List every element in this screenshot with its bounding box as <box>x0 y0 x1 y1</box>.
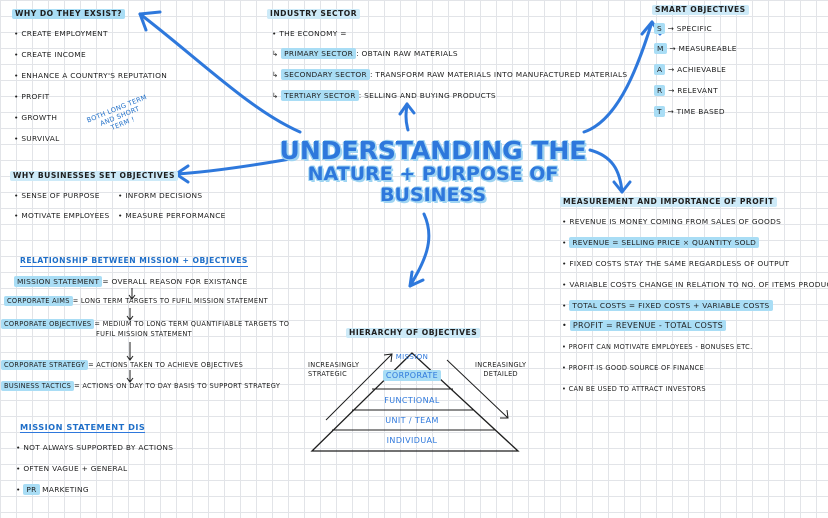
why-exist-item: • Growth <box>14 113 58 122</box>
mission-heading: Relationship between mission + objective… <box>20 256 248 267</box>
why-exist-item: • Enhance a country's reputation <box>14 71 168 80</box>
arrowhead-profit <box>612 180 632 194</box>
why-objectives-item: • Sense of purpose <box>14 191 100 200</box>
revenue-def: • Revenue is money coming from sales of … <box>562 217 782 226</box>
arrow-industry <box>404 102 410 132</box>
title-line-1: Understanding the <box>279 136 587 165</box>
mission-dis-item: • Not always supported by actions <box>16 443 174 452</box>
mission-statement-line: Mission statement= overall reason for ex… <box>14 276 248 287</box>
profit-heading: Measurement and importance of profit <box>560 197 777 207</box>
arrow-profit <box>588 148 624 194</box>
arrowhead-industry <box>398 102 416 116</box>
smart-item: S → Specific <box>654 23 712 34</box>
title-line-3: Business <box>379 184 487 206</box>
detailed-label: Increasingly detailed <box>475 361 527 378</box>
why-exist-heading: Why do they exsist? <box>12 9 126 19</box>
mission-arrow-3 <box>126 342 134 361</box>
why-exist-item: • Create employment <box>14 29 108 38</box>
industry-heading: Industry sector <box>267 9 361 19</box>
variable-costs: • Variable costs change in relation to n… <box>562 280 828 289</box>
why-exist-item: • Create income <box>14 50 86 59</box>
profit-bullet: • Can be used to attract investors <box>562 385 706 393</box>
corporate-strategy-line: Corporate strategy= actions taken to ach… <box>1 360 243 370</box>
main-title: Understanding the Nature + Purpose of Bu… <box>278 138 588 205</box>
level-unit-team: Unit / Team <box>385 416 439 425</box>
arrowhead-hierarchy <box>408 270 425 288</box>
profit-bullet: • Profit can motivate employees - bonuse… <box>562 343 753 351</box>
hierarchy-heading: Hierarchy of objectives <box>346 328 481 338</box>
total-costs: • Total costs = fixed costs + variable c… <box>562 300 773 311</box>
level-individual: Individual <box>386 436 438 445</box>
corporate-aims-line: Corporate aims= long term targets to fuf… <box>4 296 268 306</box>
mission-arrow-1 <box>128 288 136 300</box>
why-objectives-item: • Inform decisions <box>118 191 203 200</box>
smart-item: M → Measureable <box>654 43 737 54</box>
strategic-arrow <box>325 353 393 421</box>
level-functional: Functional <box>384 396 440 405</box>
why-objectives-item: • Measure performance <box>118 211 226 220</box>
why-objectives-heading: Why businesses set objectives <box>10 171 178 181</box>
why-objectives-item: • Motivate employees <box>14 211 110 220</box>
mission-dis-heading: Mission statement dis <box>20 422 146 434</box>
tertiary-sector-line: ↳ Tertiary sector: selling and buying pr… <box>272 90 496 101</box>
mission-arrow-4 <box>126 370 134 383</box>
mission-dis-item: • PR marketing <box>16 484 89 495</box>
corporate-objectives-line: Corporate objectives= medium to long ter… <box>1 319 289 329</box>
fixed-costs: • Fixed costs stay the same regardless o… <box>562 259 790 268</box>
arrowhead-why-exist <box>138 10 162 32</box>
level-mission: Mission <box>395 353 429 361</box>
arrowhead-why-objectives <box>174 164 190 184</box>
smart-item: A → Achievable <box>654 64 726 75</box>
title-line-2: Nature + Purpose of <box>307 163 559 185</box>
smart-heading: Smart objectives <box>652 5 749 15</box>
strategic-label: Increasingly strategic <box>308 361 360 378</box>
why-exist-item: • Survival <box>14 134 60 143</box>
mission-arrow-2 <box>126 308 134 321</box>
arrow-why-exist <box>138 12 302 134</box>
business-tactics-line: Business tactics= actions on day to day … <box>1 381 280 391</box>
smart-item: T → Time based <box>654 106 725 117</box>
level-corporate: Corporate <box>362 370 462 381</box>
profit-formula: • Profit = revenue - total costs <box>562 320 727 331</box>
arrow-hierarchy <box>408 212 431 288</box>
why-exist-item: • Profit <box>14 92 50 101</box>
mission-dis-item: • Often vague + general <box>16 464 128 473</box>
detailed-arrow <box>446 359 509 419</box>
pyramid-outline <box>310 352 520 452</box>
smart-item: R → Relevant <box>654 85 718 96</box>
revenue-formula: • Revenue = selling price × quantity sol… <box>562 237 760 248</box>
corporate-objectives-line-2: fufil mission statement <box>96 330 192 338</box>
economy-line: • The economy = <box>272 29 347 38</box>
arrow-smart <box>582 20 654 134</box>
secondary-sector-line: ↳ Secondary sector: transform raw materi… <box>272 69 628 80</box>
primary-sector-line: ↳ Primary sector: obtain raw materials <box>272 48 458 59</box>
profit-bullet: • Profit is good source of finance <box>562 364 704 372</box>
arrow-why-objectives <box>174 156 298 176</box>
